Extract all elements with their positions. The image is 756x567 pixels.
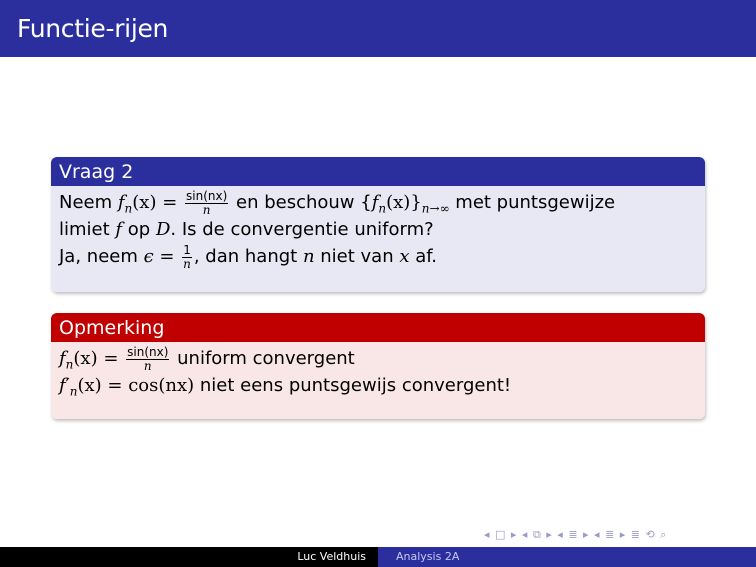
footer: Luc Veldhuis Analysis 2A [0,547,756,567]
footer-course: Analysis 2A [378,547,756,567]
vraag-block: Vraag 2 Neem fn(x) = sin(nx)n en beschou… [51,157,705,292]
vraag-heading: Vraag 2 [51,157,705,186]
frame-title-bar: Functie-rijen [0,0,756,57]
frame-title: Functie-rijen [17,14,169,43]
footer-author: Luc Veldhuis [297,550,366,563]
opmerking-line-2: f′n(x) = cos(nx) niet eens puntsgewijs c… [59,375,512,399]
beamer-navigation-icons[interactable]: ◂ □ ▸ ◂ ⧉ ▸ ◂ ≣ ▸ ◂ ≣ ▸ ≣ ⟲ ⌕ [484,528,668,541]
opmerking-line-1: fn(x) = sin(nx)n uniform convergent [59,344,355,373]
vraag-body: Neem fn(x) = sin(nx)n en beschouw {fn(x)… [51,186,705,292]
fraction-sin-opm: sin(nx)n [126,344,170,373]
vraag-line-2: limiet f op D. Is de convergentie unifor… [59,219,434,240]
opmerking-heading: Opmerking [51,313,705,342]
opmerking-block: Opmerking fn(x) = sin(nx)n uniform conve… [51,313,705,419]
vraag-line-1: Neem fn(x) = sin(nx)n en beschouw {fn(x)… [59,188,616,217]
fraction-sin: sin(nx)n [185,188,229,217]
opmerking-body: fn(x) = sin(nx)n uniform convergent f′n(… [51,342,705,419]
